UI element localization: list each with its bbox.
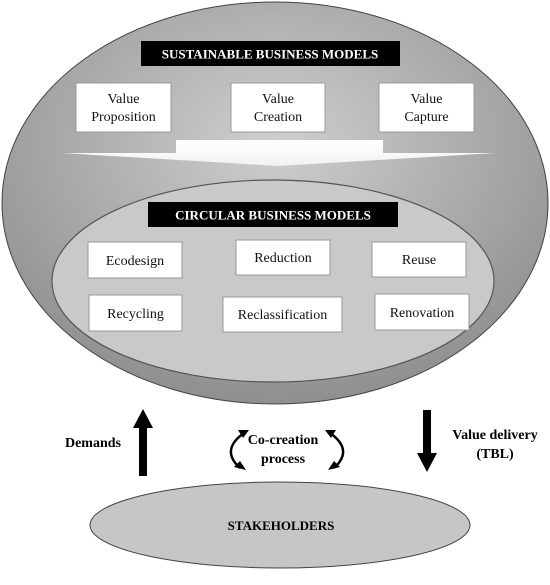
value-delivery-line2: (TBL) [476, 447, 514, 462]
value-delivery-arrow-down-icon [417, 410, 437, 472]
value-proposition-line2: Proposition [91, 110, 156, 125]
value-creation-line1: Value [262, 92, 294, 107]
cocreation-line2: process [261, 452, 306, 467]
demands-label: Demands [65, 436, 122, 451]
funnel-arrow [62, 140, 495, 166]
value-proposition-line1: Value [108, 92, 140, 107]
value-delivery-line1: Value delivery [452, 428, 537, 443]
cycle-arrow-right-icon [325, 430, 345, 470]
demands-arrow-up-icon [133, 409, 153, 476]
recycling-label: Recycling [107, 307, 164, 322]
cycle-arrow-left-icon [229, 430, 249, 470]
stakeholders-ellipse [89, 481, 471, 569]
value-capture-line1: Value [411, 92, 443, 107]
renovation-label: Renovation [390, 306, 455, 321]
ecodesign-box: Ecodesign [87, 241, 183, 279]
reclassification-box: Reclassification [222, 296, 343, 333]
reuse-label: Reuse [402, 253, 436, 268]
recycling-box: Recycling [88, 294, 183, 332]
value-creation-box: Value Creation [230, 82, 326, 133]
value-proposition-box: Value Proposition [75, 82, 172, 133]
circular-title: CIRCULAR BUSINESS MODELS [175, 208, 371, 223]
stakeholders-label: STAKEHOLDERS [228, 518, 335, 533]
circular-title-bg [148, 202, 398, 227]
value-capture-box: Value Capture [378, 82, 475, 133]
value-capture-line2: Capture [404, 110, 448, 125]
sustainable-title-bg [141, 41, 400, 66]
ecodesign-label: Ecodesign [106, 254, 164, 269]
reduction-label: Reduction [254, 251, 312, 266]
renovation-box: Renovation [374, 293, 470, 331]
value-creation-line2: Creation [254, 110, 302, 125]
reclassification-label: Reclassification [238, 308, 327, 323]
sustainable-title: SUSTAINABLE BUSINESS MODELS [162, 47, 379, 62]
cocreation-line1: Co-creation [248, 433, 319, 448]
reuse-box: Reuse [371, 241, 467, 278]
reduction-box: Reduction [235, 239, 331, 276]
